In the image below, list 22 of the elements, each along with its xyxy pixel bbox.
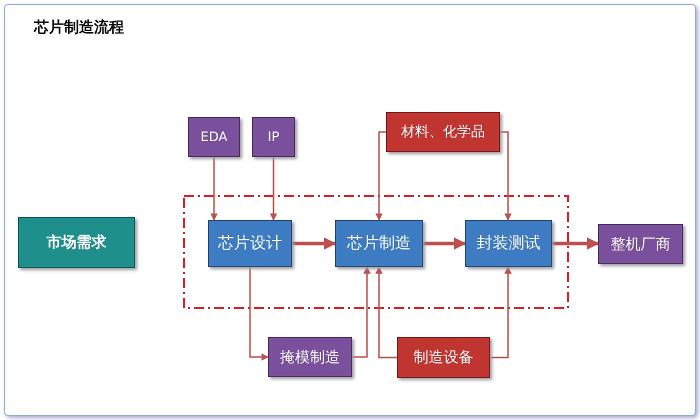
process-box: 制造设备: [397, 337, 490, 378]
process-box: IP: [252, 117, 295, 157]
arrow: [352, 266, 371, 358]
arrow: [500, 131, 512, 221]
process-box: 整机厂商: [598, 224, 683, 264]
process-box: EDA: [188, 117, 240, 157]
arrow: [292, 237, 336, 250]
arrow: [375, 266, 397, 358]
arrow: [210, 157, 218, 221]
process-box: 封装测试: [465, 220, 552, 267]
arrow: [552, 237, 600, 250]
arrow: [270, 157, 278, 221]
process-box: 芯片制造: [335, 220, 423, 267]
process-box: 市场需求: [18, 217, 135, 268]
arrow: [249, 267, 269, 361]
process-box: 材料、化学品: [386, 112, 500, 152]
process-box: 掩模制造: [268, 337, 352, 377]
process-box: 芯片设计: [208, 220, 292, 267]
arrow: [423, 237, 466, 250]
arrow: [375, 131, 386, 221]
diagram-title: 芯片制造流程: [34, 18, 124, 37]
arrow: [490, 266, 512, 358]
